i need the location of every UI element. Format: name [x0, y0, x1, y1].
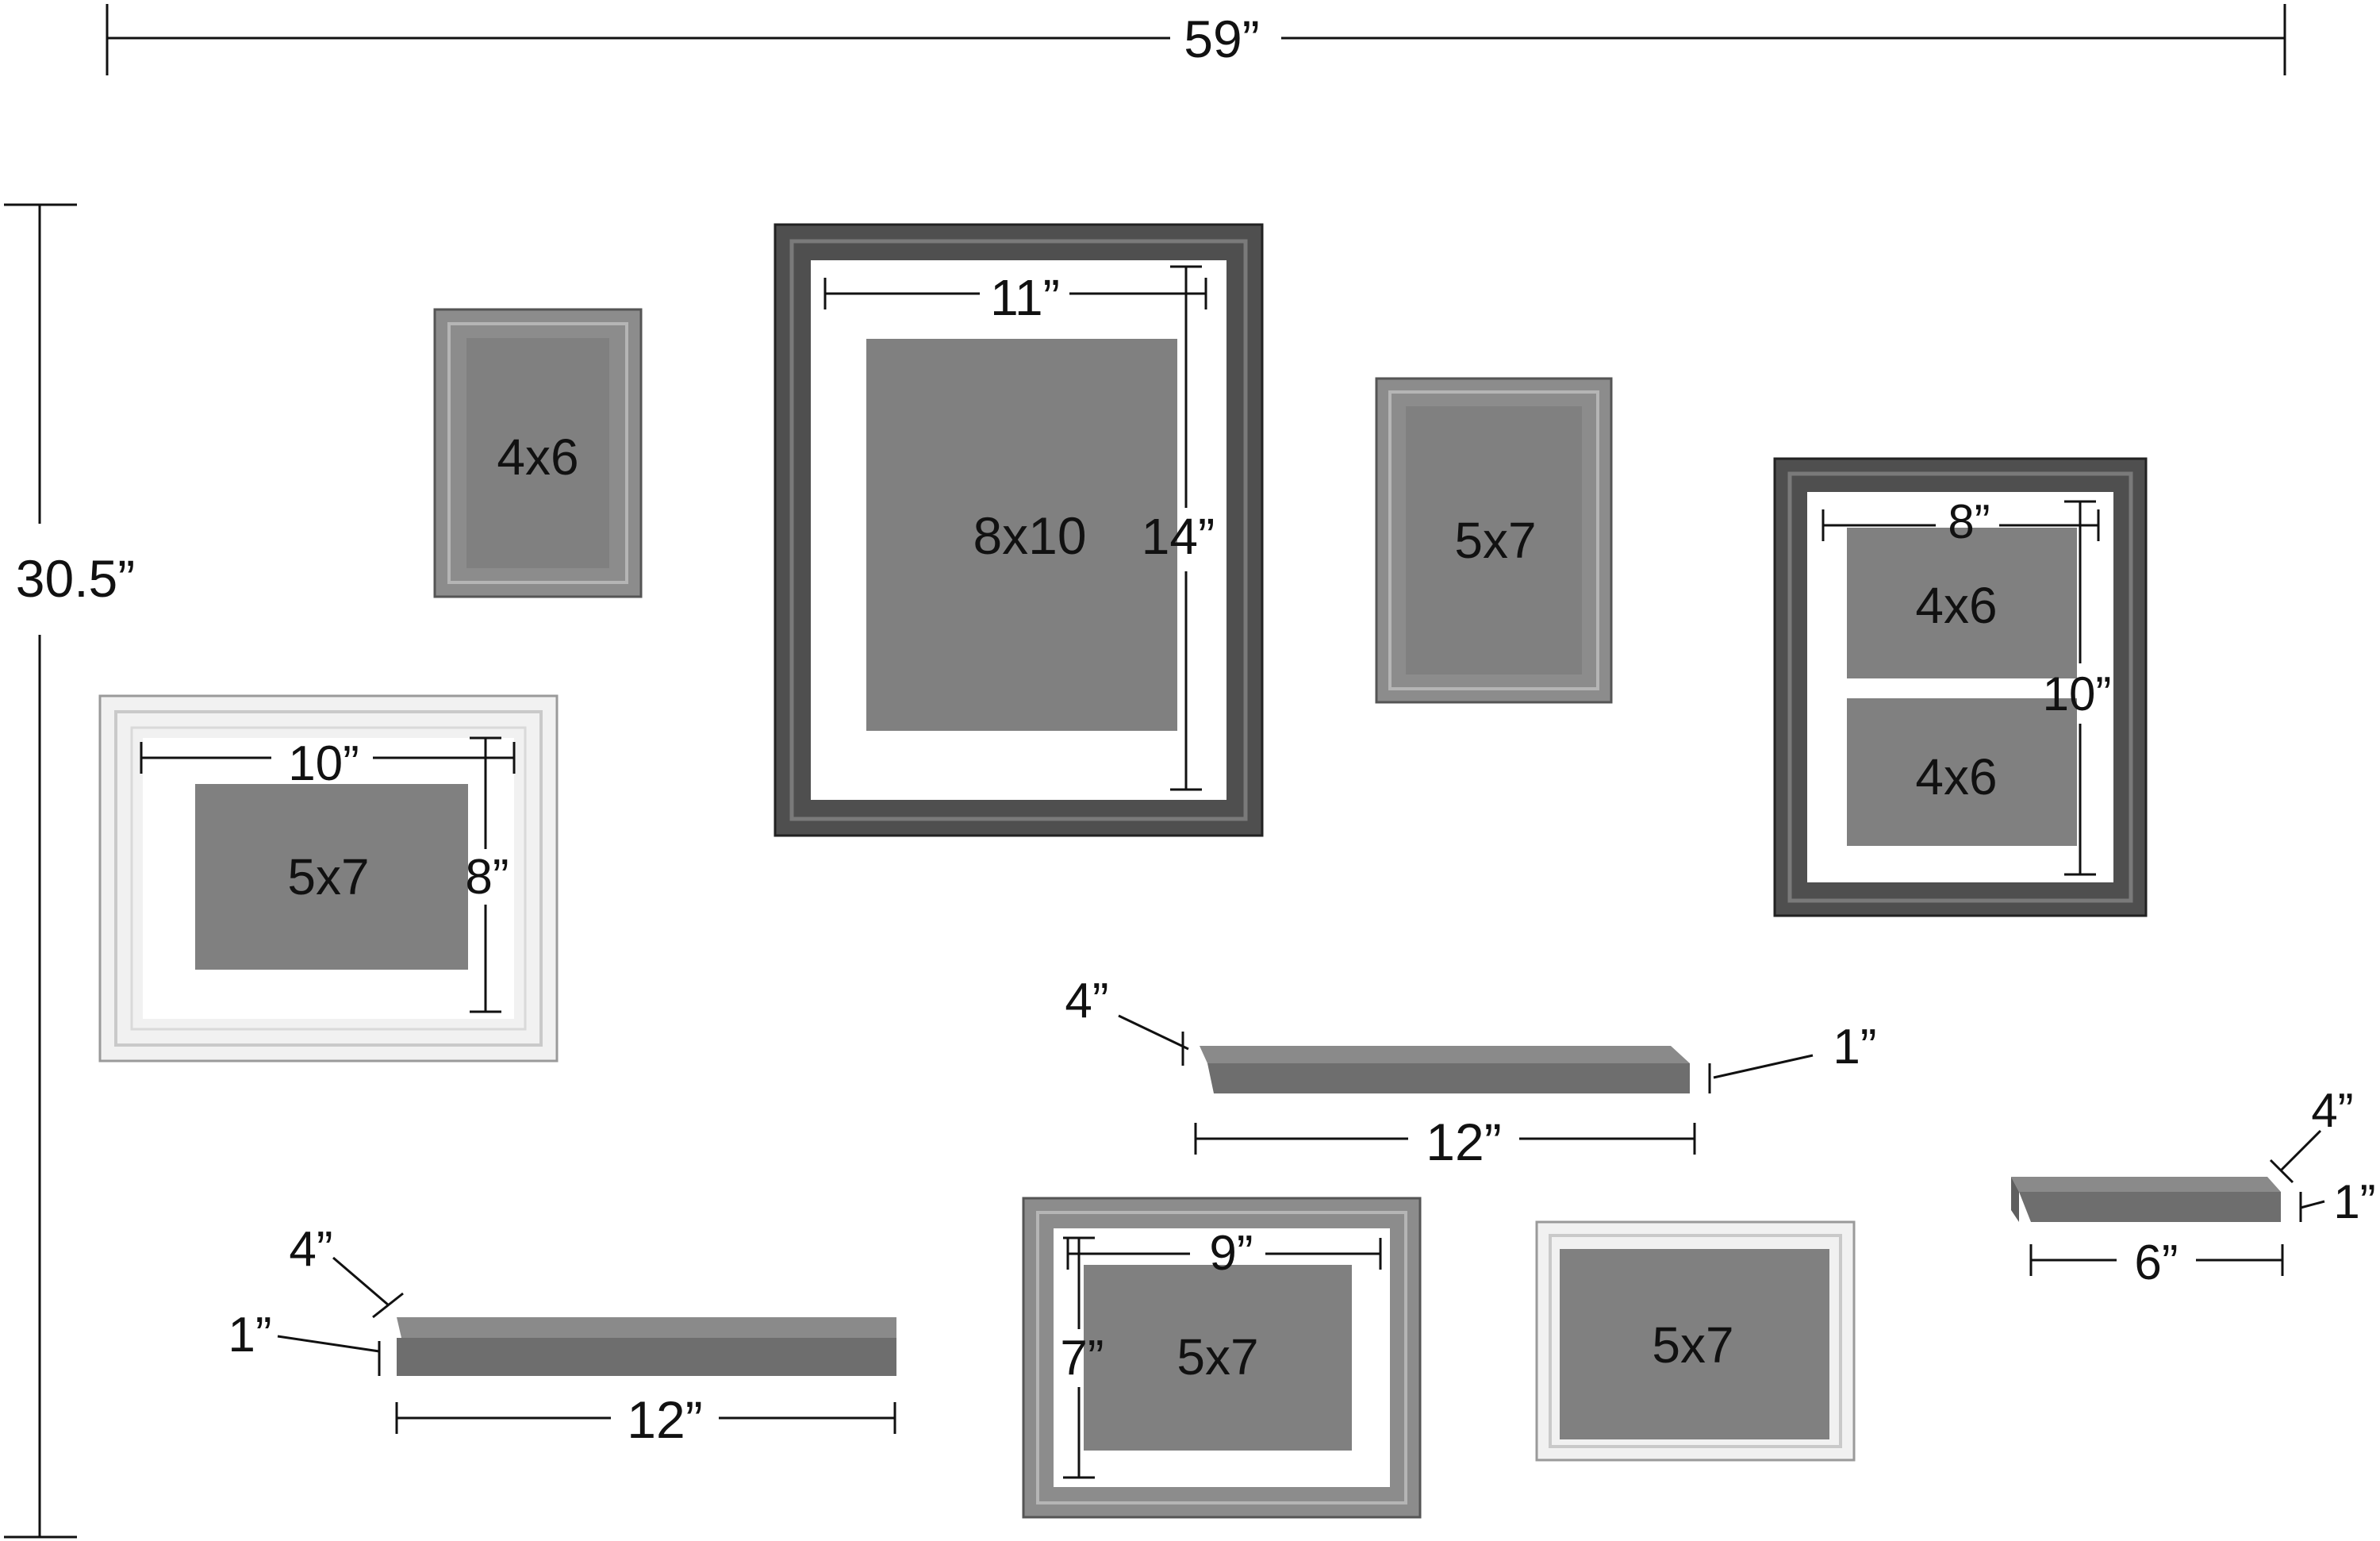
photo-area — [1084, 1265, 1352, 1451]
frame-height-label: 8” — [465, 850, 509, 905]
frame-width-label: 8” — [1948, 495, 1990, 548]
overall-height-dimension: 30.5” — [4, 203, 135, 1539]
frame-5x7-white-plain: 5x7 — [1535, 1220, 1856, 1462]
shelf-top — [2011, 1177, 2281, 1192]
photo-bottom-size-label: 4x6 — [1915, 748, 1997, 805]
photo-size-label: 5x7 — [1177, 1328, 1258, 1385]
overall-width-dimension: 59” — [106, 4, 2286, 75]
frame-width-label: 10” — [288, 736, 359, 791]
photo-area — [866, 339, 1177, 731]
shelf-depth-label: 4” — [1065, 974, 1108, 1028]
photo-area-bottom — [1847, 698, 2077, 846]
shelf-front — [397, 1338, 896, 1376]
frame-bevel — [1036, 1211, 1407, 1504]
frame-double-4x6-dark: 4x6 4x6 8” 10” — [1773, 457, 2148, 917]
shelf-front — [2019, 1192, 2281, 1222]
frame-height-label: 10” — [2043, 667, 2112, 721]
shelf-front — [1207, 1063, 1690, 1093]
shelf-length-label: 12” — [627, 1390, 702, 1449]
photo-area-top — [1847, 528, 2077, 678]
frame-height-label: 7” — [1060, 1331, 1104, 1385]
photo-size-label: 4x6 — [497, 428, 578, 486]
shelf-thickness-label: 1” — [1833, 1020, 1876, 1074]
photo-area — [195, 784, 468, 970]
frame-width-label: 9” — [1209, 1226, 1253, 1281]
overall-height-label: 30.5” — [16, 549, 135, 608]
frame-height-label: 14” — [1142, 508, 1215, 565]
shelf-12in-left: 4” 1” 12” — [228, 1222, 896, 1449]
frame-bevel — [1549, 1234, 1842, 1448]
frame-5x7-gray-matted: 5x7 9” 7” — [1022, 1197, 1422, 1519]
photo-top-size-label: 4x6 — [1915, 577, 1997, 634]
shelf-length-label: 6” — [2134, 1235, 2178, 1290]
frame-bevel — [447, 322, 628, 584]
shelf-6in-right: 4” 1” 6” — [2011, 1084, 2376, 1290]
shelf-top — [397, 1317, 896, 1338]
frame-5x7-white: 5x7 10” 8” — [98, 694, 559, 1063]
photo-area — [1406, 406, 1582, 674]
frame-bevel — [1388, 390, 1599, 690]
photo-area — [1560, 1249, 1829, 1439]
photo-size-label: 8x10 — [973, 506, 1086, 565]
photo-area — [466, 338, 609, 568]
photo-size-label: 5x7 — [1454, 512, 1536, 569]
frame-bevel — [789, 239, 1248, 821]
shelf-length-label: 12” — [1426, 1113, 1501, 1171]
shelf-front — [2011, 1177, 2019, 1222]
frame-8x10-dark: 8x10 11” 14” — [774, 223, 1264, 837]
shelf-thickness-label: 1” — [228, 1308, 271, 1362]
photo-size-label: 5x7 — [287, 848, 369, 905]
overall-width-label: 59” — [1184, 10, 1259, 68]
frame-width-label: 11” — [990, 269, 1060, 326]
frame-bevel — [114, 710, 543, 1047]
shelf-depth-label: 4” — [2311, 1084, 2353, 1137]
shelf-12in-middle: 4” 1” 12” — [1065, 974, 1876, 1171]
frame-inner-bevel — [130, 726, 527, 1031]
frame-5x7-gray: 5x7 — [1375, 377, 1613, 704]
frame-4x6-gray: 4x6 — [433, 308, 643, 598]
photo-size-label: 5x7 — [1652, 1316, 1733, 1374]
frame-bevel — [1787, 471, 2133, 903]
shelf-thickness-label: 1” — [2333, 1175, 2375, 1228]
shelf-top — [1200, 1046, 1690, 1063]
shelf-depth-label: 4” — [289, 1222, 332, 1277]
